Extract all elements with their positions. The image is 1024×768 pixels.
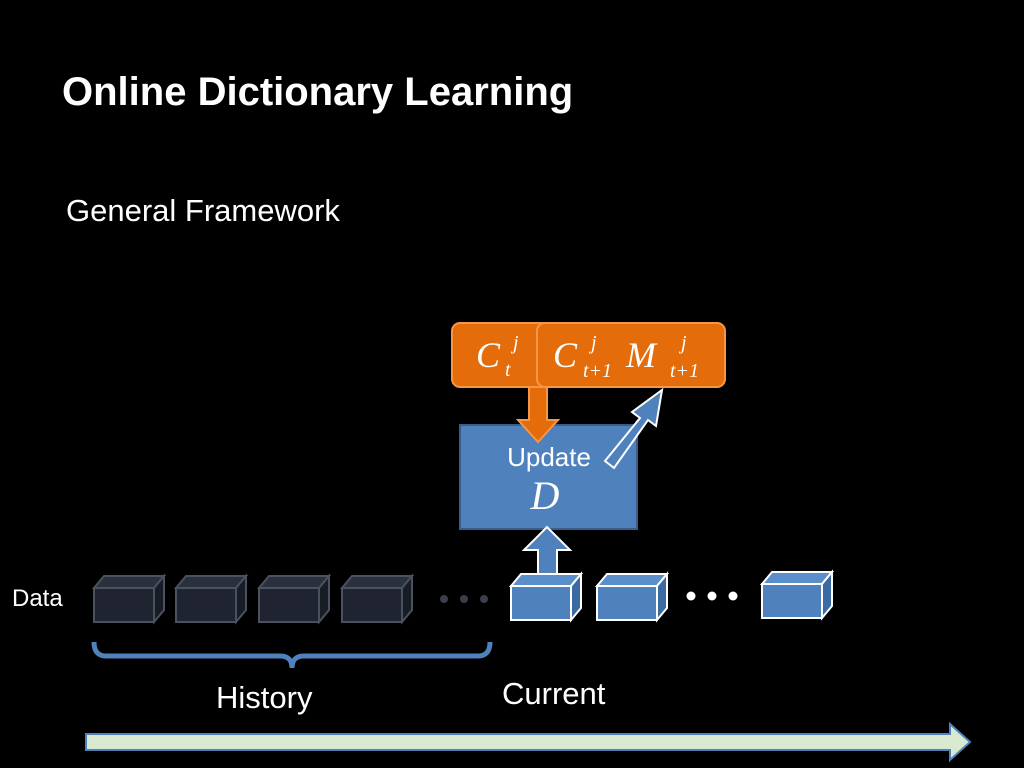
- svg-text:j: j: [510, 332, 519, 354]
- current-ellipsis: [686, 591, 738, 601]
- current-cube-3: [761, 571, 833, 619]
- history-cube-1: [93, 575, 165, 623]
- svg-text:t+1: t+1: [583, 360, 612, 382]
- slide-subtitle: General Framework: [66, 193, 340, 228]
- history-label: History: [216, 680, 313, 715]
- update-label: Update: [507, 442, 591, 472]
- slide-title: Online Dictionary Learning: [62, 70, 574, 114]
- c-t-formula: C j t: [476, 332, 519, 381]
- history-cube-4: [341, 575, 413, 623]
- down-arrow: [515, 386, 561, 444]
- svg-text:j: j: [678, 332, 687, 354]
- data-label: Data: [12, 585, 63, 612]
- history-cube-2: [175, 575, 247, 623]
- history-cube-3: [258, 575, 330, 623]
- up-arrow: [521, 525, 573, 581]
- current-cube-2: [596, 573, 668, 621]
- svg-text:j: j: [588, 332, 597, 354]
- update-variable: D: [530, 473, 560, 518]
- timeline-arrow: [85, 721, 972, 763]
- history-brace: [91, 641, 493, 669]
- svg-text:C: C: [476, 335, 501, 375]
- c-m-box: [536, 322, 726, 388]
- current-cube-1: [510, 573, 582, 621]
- svg-text:t: t: [505, 359, 511, 381]
- diagonal-arrow: [603, 387, 664, 470]
- svg-text:t+1: t+1: [670, 360, 699, 382]
- svg-text:C: C: [553, 335, 578, 375]
- svg-text:M: M: [625, 335, 658, 375]
- history-ellipsis: [440, 595, 488, 603]
- current-label: Current: [502, 676, 606, 711]
- c-m-formula: C j t+1 M j t+1: [553, 332, 699, 382]
